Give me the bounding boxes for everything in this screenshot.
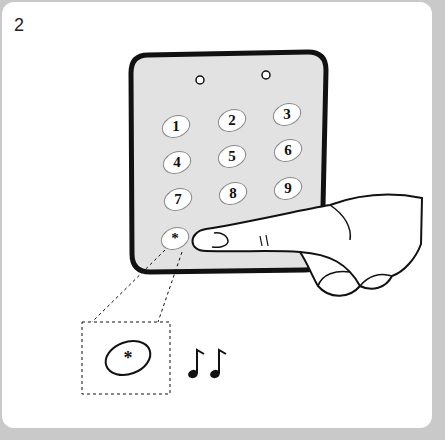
key-label: *: [171, 231, 179, 246]
finger-line: [360, 274, 392, 286]
callout-star-key: *: [104, 341, 152, 375]
finger-crease: [266, 235, 268, 246]
star-key: *: [160, 227, 190, 250]
keypad-key: 6: [273, 139, 303, 162]
hand: [193, 195, 423, 296]
key-label: 8: [229, 186, 237, 201]
keypad-key: 3: [272, 103, 302, 126]
keypad-key: 2: [217, 109, 247, 132]
key-label: 4: [173, 155, 181, 170]
indicator-led: [196, 76, 204, 84]
key-label: 9: [284, 181, 292, 196]
keypad-key: 4: [162, 151, 192, 174]
fingernail: [212, 233, 228, 248]
keypad-key: 7: [163, 188, 193, 211]
key-label: 1: [172, 119, 180, 134]
keypad-key: 9: [273, 177, 303, 200]
leader-line: [158, 252, 182, 322]
step-number: 2: [14, 16, 24, 34]
indicator-led: [262, 71, 270, 79]
key-label: 6: [284, 143, 292, 158]
panel: [2, 2, 432, 428]
finger-line: [318, 272, 350, 286]
knuckle-line: [330, 205, 350, 240]
key-label: 3: [283, 107, 291, 122]
leader-line: [92, 250, 165, 322]
key-label: *: [124, 349, 133, 367]
finger-crease: [260, 236, 262, 246]
key-label: 2: [228, 113, 236, 128]
key-label: 5: [228, 149, 236, 164]
beep-notes: [187, 350, 226, 379]
key-label: 7: [174, 192, 182, 207]
keypad-key: 8: [218, 182, 248, 205]
finger-line: [300, 252, 360, 286]
keypad-key: 5: [217, 145, 247, 168]
keypad-key: 1: [161, 115, 191, 138]
callout-box: [82, 322, 170, 394]
